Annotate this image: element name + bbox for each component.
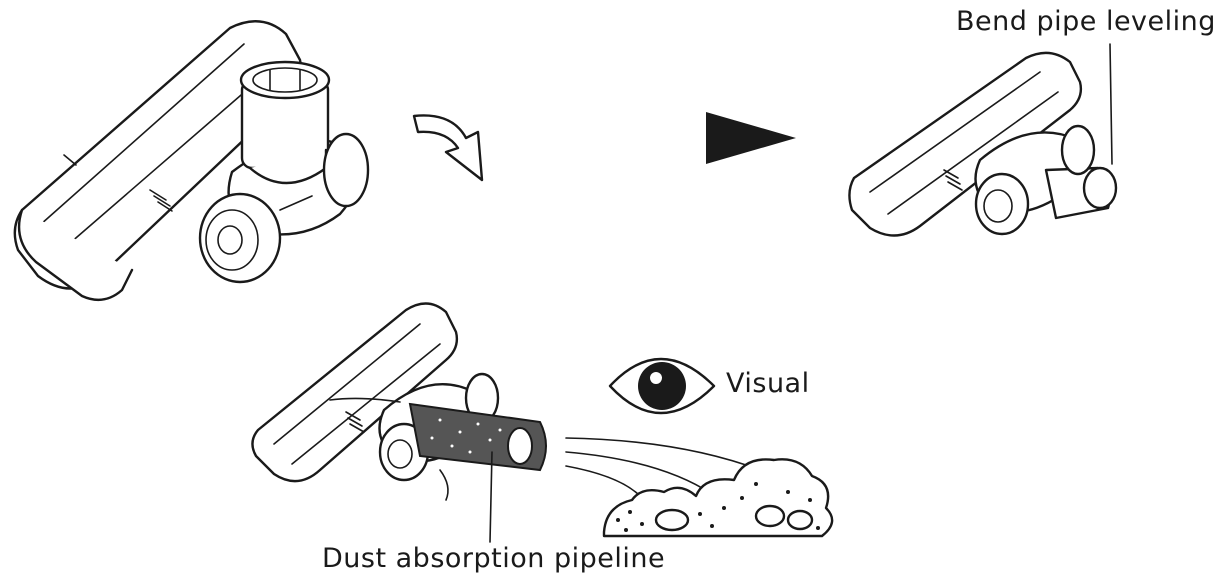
- play-arrow-icon: [706, 112, 796, 164]
- eye-icon: [610, 359, 714, 413]
- brush-head-cutaway: [252, 303, 546, 542]
- dust-absorption-pipeline-label: Dust absorption pipeline: [322, 543, 665, 574]
- rotate-arrow-icon: [414, 115, 482, 180]
- brush-head-upright: [15, 21, 368, 300]
- visual-label: Visual: [726, 368, 810, 399]
- bend-pipe-leveling-label: Bend pipe leveling: [956, 6, 1216, 37]
- brush-head-leveled: [849, 44, 1116, 236]
- dust-pile: [604, 459, 832, 536]
